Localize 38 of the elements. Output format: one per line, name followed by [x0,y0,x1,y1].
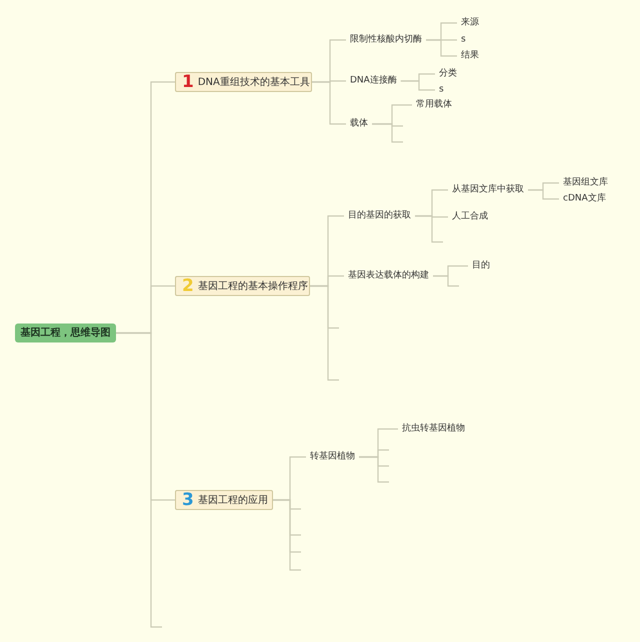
subtopic-label: 分类 [435,68,461,80]
subtopic-label: 限制性核酸内切酶 [346,34,426,46]
subtopic-label: 抗虫转基因植物 [398,424,469,434]
subtopic-label: 常用载体 [412,100,456,110]
branch-line [415,215,443,243]
subtopic-label: s [457,34,470,46]
topic-number: 1 [182,73,194,91]
branch-line [116,332,162,628]
branch-line [273,499,301,571]
topic-title: 基因工程的基本操作程序 [198,280,308,293]
subtopic-label: 基因组文库 [559,178,612,188]
branch-line [372,123,403,143]
subtopic-label: 从基因文库中获取 [448,184,528,196]
subtopic-label: 载体 [346,118,372,130]
branch-line [312,81,346,125]
subtopic-label: DNA连接酶 [346,76,401,86]
branch-line [400,80,435,91]
branch-line [310,285,339,381]
topic-number: 3 [182,491,194,509]
root-topic-box: 基因工程，思维导图 [15,324,116,342]
subtopic-label: 目的基因的获取 [344,210,415,222]
topic-title: 基因工程的应用 [198,494,268,507]
subtopic-label: s [435,84,448,96]
branch-line [426,39,457,57]
subtopic-label: 目的 [468,260,494,272]
topic-title: DNA重组技术的基本工具 [198,76,310,89]
subtopic-label: 来源 [457,18,483,28]
subtopic-label: 转基因植物 [306,452,359,462]
branch-line [433,275,459,287]
topic-number: 2 [182,277,194,295]
subtopic-label: cDNA文库 [559,194,610,204]
topic-box [175,490,273,510]
subtopic-label: 结果 [457,50,483,62]
subtopic-label: 人工合成 [448,212,492,222]
topic-box [175,72,312,92]
branch-line [528,189,559,200]
topic-box [175,276,310,296]
subtopic-label: 基因表达载体的构建 [344,270,433,282]
